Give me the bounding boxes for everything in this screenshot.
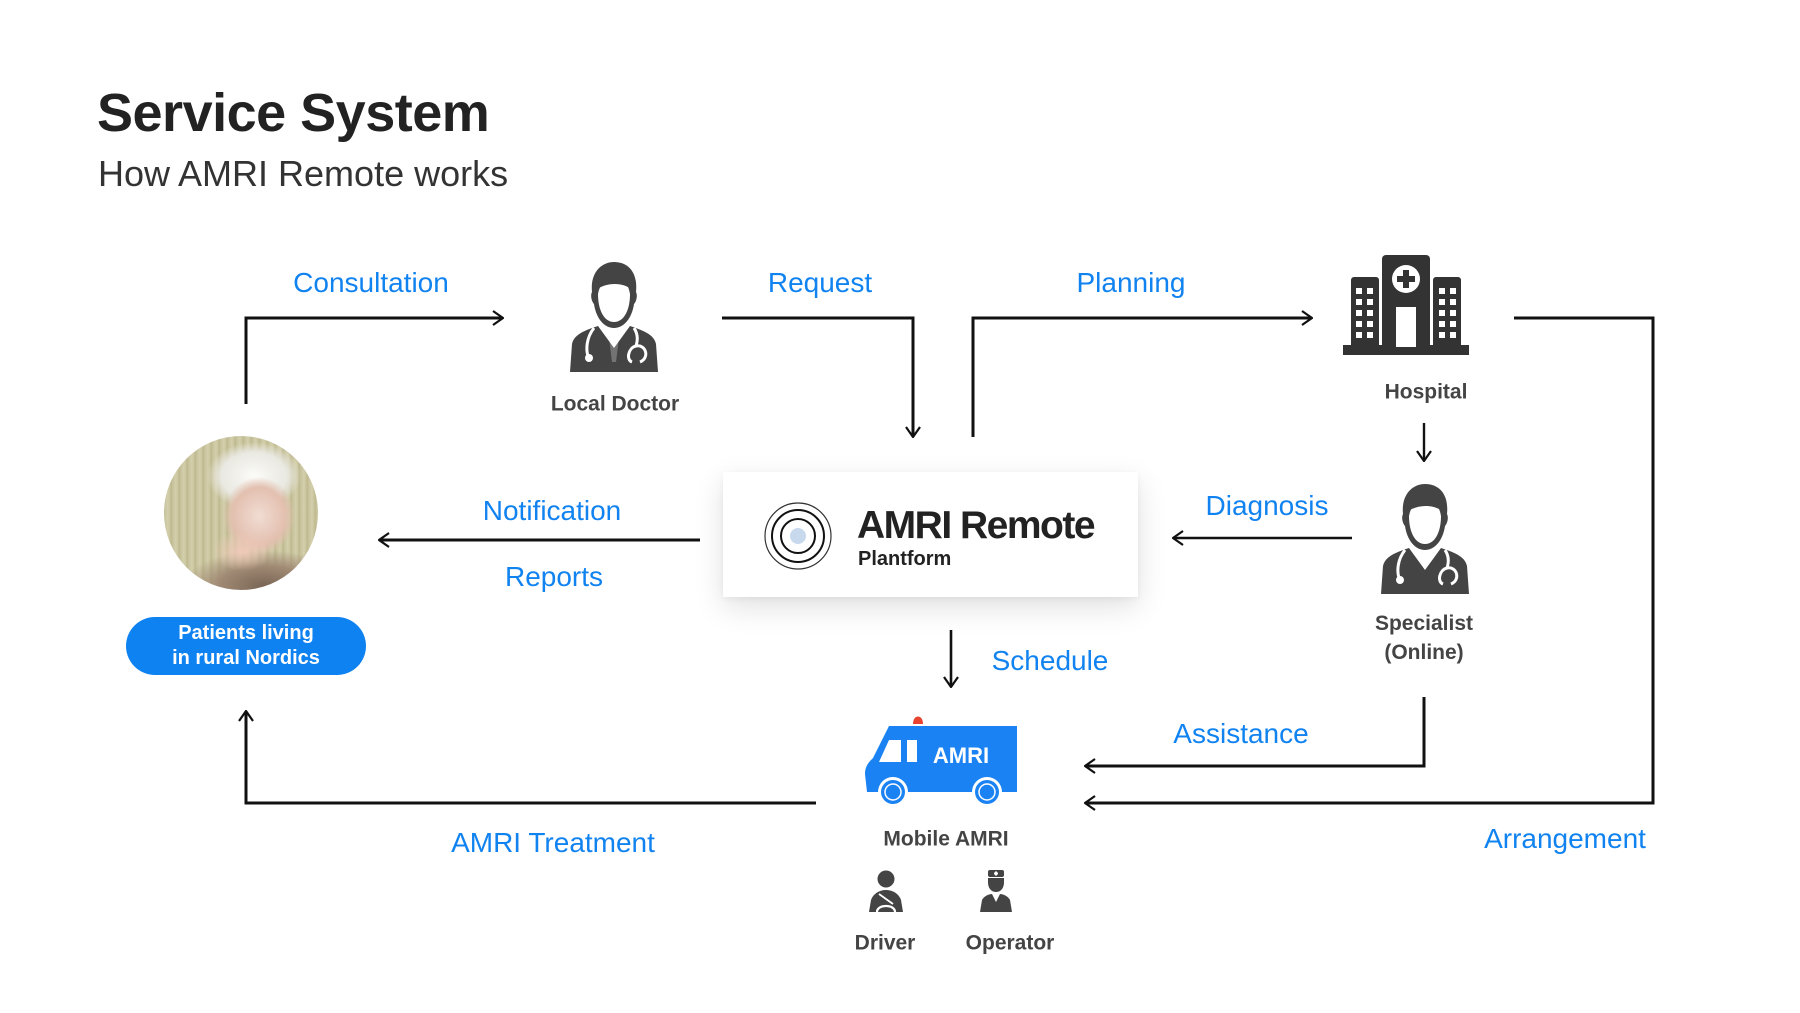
flow-label-schedule: Schedule (991, 645, 1109, 676)
arrangement-arrow (1085, 316, 1655, 803)
driver-icon (869, 870, 903, 913)
platform-logo-icon (764, 502, 832, 570)
doctor-icon (570, 262, 658, 372)
flow-label-request: Request (767, 267, 873, 298)
patients-label-line1: Patients living (178, 622, 314, 644)
operator-label: Operator (965, 931, 1055, 955)
platform-title: AMRI Remote (857, 504, 1096, 547)
mobile-amri-node[interactable]: AMRI (863, 712, 1019, 813)
hospital-node[interactable] (1343, 255, 1469, 360)
nurse-icon (980, 870, 1012, 912)
flow-label-arrangement: Arrangement (1484, 823, 1646, 854)
specialist-doctor-icon (1381, 484, 1469, 594)
flow-label-reports: Reports (504, 561, 604, 592)
flow-label-treatment: AMRI Treatment (451, 827, 655, 858)
flow-label-notification: Notification (482, 495, 622, 526)
operator-node (977, 870, 1015, 917)
page-subtitle: How AMRI Remote works (98, 153, 509, 194)
local-doctor-node[interactable] (568, 262, 660, 377)
page-title: Service System (97, 83, 490, 143)
local-doctor-label: Local Doctor (550, 392, 680, 416)
hospital-label: Hospital (1384, 380, 1468, 404)
siren-icon (913, 716, 923, 724)
patients-label-line2: in rural Nordics (172, 647, 320, 669)
flow-label-diagnosis: Diagnosis (1205, 490, 1329, 521)
ambulance-text: AMRI (933, 743, 989, 768)
consultation-arrow (244, 318, 503, 404)
flow-label-assistance: Assistance (1173, 718, 1309, 749)
platform-subtitle: Plantform (858, 548, 952, 570)
amri-remote-platform-card[interactable]: AMRI Remote Plantform (723, 472, 1138, 597)
driver-node (867, 870, 905, 917)
assistance-arrow (1085, 697, 1426, 766)
flow-label-consultation: Consultation (293, 267, 449, 298)
mobile-amri-label: Mobile AMRI (883, 827, 1009, 851)
planning-arrow (971, 318, 1312, 437)
patient-photo (164, 436, 318, 590)
treatment-arrow (246, 711, 816, 805)
specialist-label: Specialist (Online) (1375, 609, 1473, 667)
flow-label-planning: Planning (1076, 267, 1186, 298)
request-arrow (722, 316, 913, 437)
driver-label: Driver (854, 931, 916, 955)
specialist-label-line2: (Online) (1384, 641, 1464, 664)
patients-node-button[interactable]: Patients living in rural Nordics (126, 617, 366, 675)
ambulance-icon: AMRI (865, 716, 1017, 807)
specialist-label-line1: Specialist (1374, 612, 1474, 635)
specialist-node[interactable] (1379, 484, 1471, 599)
hospital-icon (1343, 255, 1469, 355)
